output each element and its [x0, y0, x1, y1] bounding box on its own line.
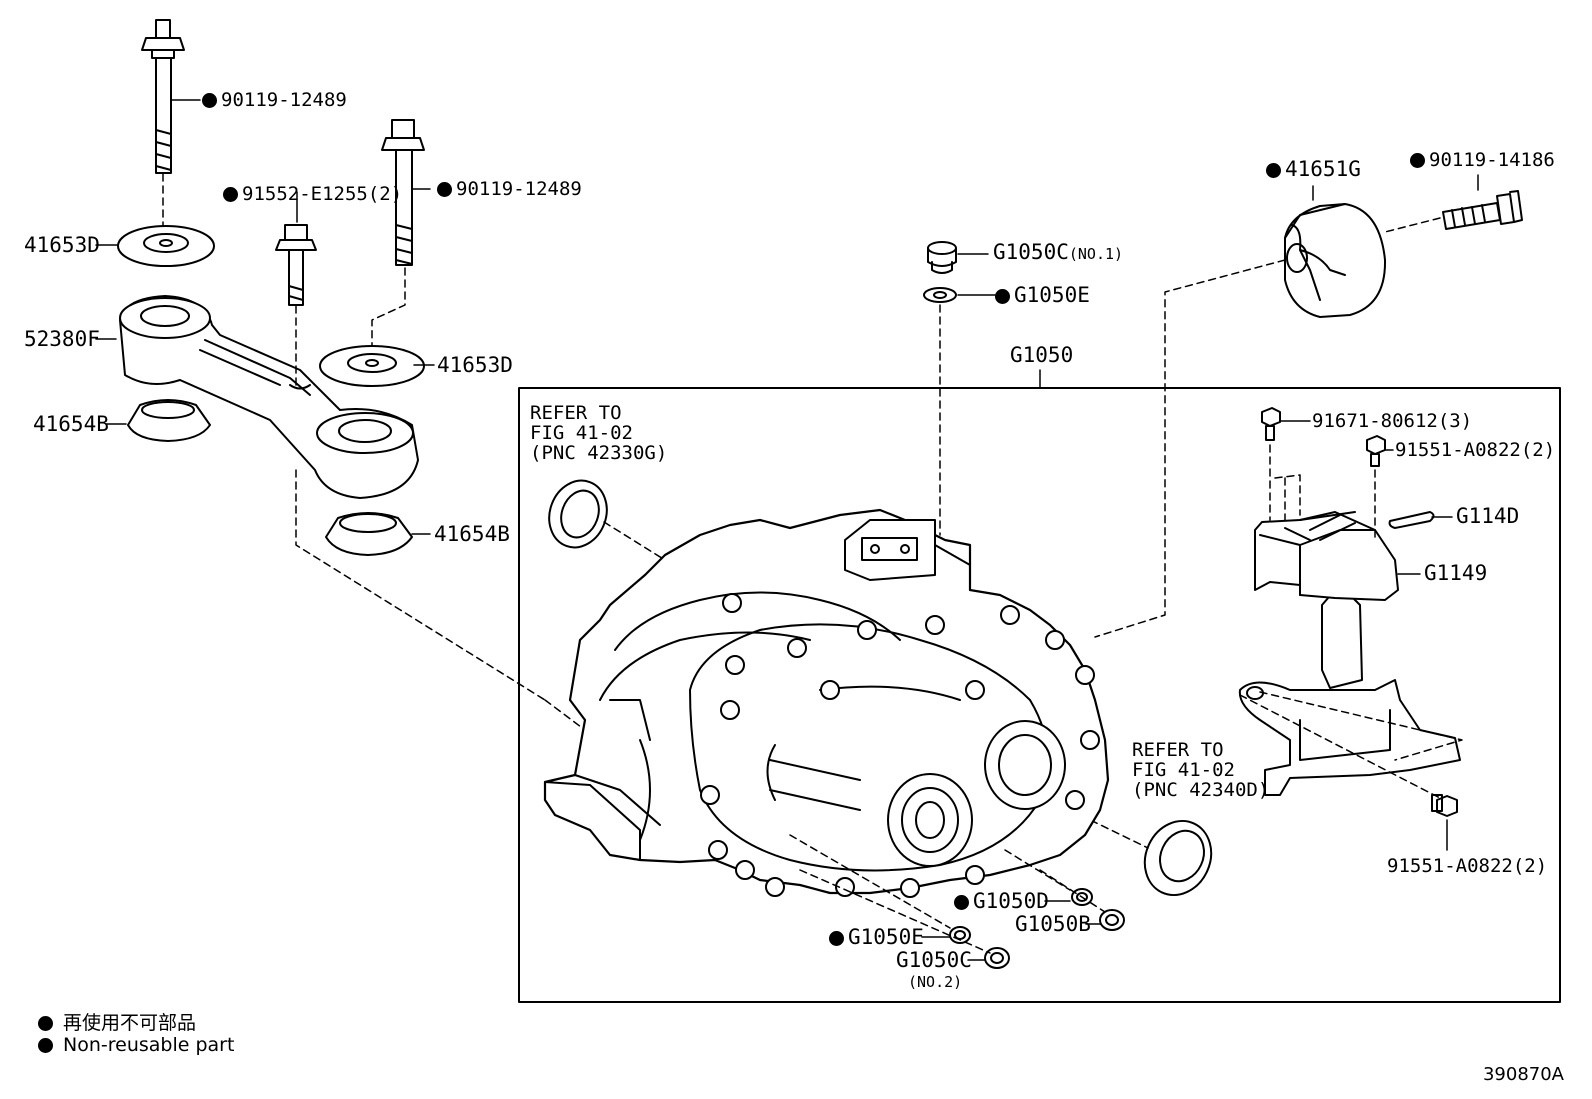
callout-G1050C-no2-sub: (NO.2)	[908, 973, 963, 991]
callout-G1050E-bottom: G1050E	[829, 926, 924, 948]
leaders-bottom	[921, 900, 1101, 961]
callout-G1050D: G1050D	[954, 890, 1049, 912]
shift-lever-G1149	[1238, 511, 1461, 796]
plug-G1050C-no1	[927, 241, 957, 274]
plug-G1050B	[1099, 909, 1125, 931]
leaders-top-right	[1312, 174, 1479, 201]
callout-G1050: G1050	[1010, 343, 1074, 367]
callout-91671-80612: 91671-80612(3)	[1312, 410, 1473, 432]
assembly-lines-bottom	[789, 834, 1106, 954]
callout-91551-A0822-bottom: 91551-A0822(2)	[1387, 855, 1548, 877]
leaders-right	[1279, 420, 1453, 851]
non-reusable-dot-icon	[829, 931, 844, 946]
insulator-41654B-bottom	[325, 512, 413, 556]
callout-G1149: G1149	[1424, 561, 1488, 585]
leaders-plug	[957, 253, 996, 296]
callout-90119-12489-mid: 90119-12489	[437, 178, 582, 200]
callout-41653D-mid: 41653D	[437, 353, 513, 377]
callout-G1050B: G1050B	[1015, 912, 1091, 936]
non-reusable-dot-icon	[1410, 153, 1425, 168]
oil-seal-42330G	[548, 479, 608, 549]
callout-91551-A0822-top: 91551-A0822(2)	[1395, 439, 1556, 461]
assembly-lines-left	[162, 173, 546, 701]
callout-41654B-bottom: 41654B	[434, 522, 510, 546]
non-reusable-dot-icon	[202, 93, 217, 108]
washer-41653D-mid	[319, 345, 425, 387]
bolt-90119-14186	[1442, 190, 1523, 230]
bolt-90119-12489-mid	[381, 119, 425, 266]
legend-jp: 再使用不可部品	[38, 1008, 196, 1035]
non-reusable-dot-icon	[954, 895, 969, 910]
gasket-G1050E-top	[923, 287, 957, 303]
non-reusable-dot-icon	[223, 187, 238, 202]
callout-90119-14186: 90119-14186	[1410, 149, 1555, 171]
callout-90119-12489-left: 90119-12489	[202, 89, 347, 111]
engine-mount-bracket-52380F	[119, 295, 419, 499]
callout-41654B-top: 41654B	[33, 412, 109, 436]
bolt-91552-E1255	[275, 224, 317, 306]
oil-seal-42340D	[1143, 820, 1213, 896]
figure-code: 390870A	[1482, 1064, 1564, 1085]
non-reusable-dot-icon	[995, 289, 1010, 304]
insulator-41654B-top	[127, 399, 211, 442]
refer-note-42330G: REFER TO FIG 41-02 (PNC 42330G)	[530, 402, 668, 464]
callout-G114D: G114D	[1456, 504, 1520, 528]
bolt-91551-A0822-bottom	[1431, 794, 1458, 817]
bolt-91551-A0822-top	[1366, 435, 1386, 467]
bolt-90119-12489-left	[141, 19, 185, 174]
callout-G1050C-no1: G1050C(NO.1)	[993, 240, 1124, 264]
non-reusable-dot-icon	[437, 182, 452, 197]
filled-circle-icon	[38, 1038, 53, 1053]
washer-41653D-top	[117, 225, 215, 267]
assembly-lines-top-right	[1094, 217, 1441, 638]
callout-G1050E-top: G1050E	[995, 284, 1090, 306]
non-reusable-dot-icon	[1266, 163, 1281, 178]
callout-91552-E1255: 91552-E1255(2)	[223, 183, 402, 205]
clip-G114D	[1388, 511, 1435, 529]
callout-41653D-top: 41653D	[24, 233, 100, 257]
transaxle-housing	[543, 508, 1110, 898]
mount-41651G	[1284, 203, 1387, 318]
bolt-91671-80612	[1261, 407, 1281, 441]
legend-en: Non-reusable part	[38, 1034, 234, 1056]
plug-G1050C-no2	[984, 947, 1010, 969]
callout-41651G: 41651G	[1266, 158, 1361, 180]
refer-note-42340D: REFER TO FIG 41-02 (PNC 42340D)	[1132, 739, 1270, 801]
filled-circle-icon	[38, 1016, 53, 1031]
callout-G1050C-no2: G1050C	[896, 948, 972, 972]
assembly-lines-right	[1239, 444, 1463, 799]
leaders-left	[95, 99, 435, 535]
callout-52380F: 52380F	[24, 327, 100, 351]
